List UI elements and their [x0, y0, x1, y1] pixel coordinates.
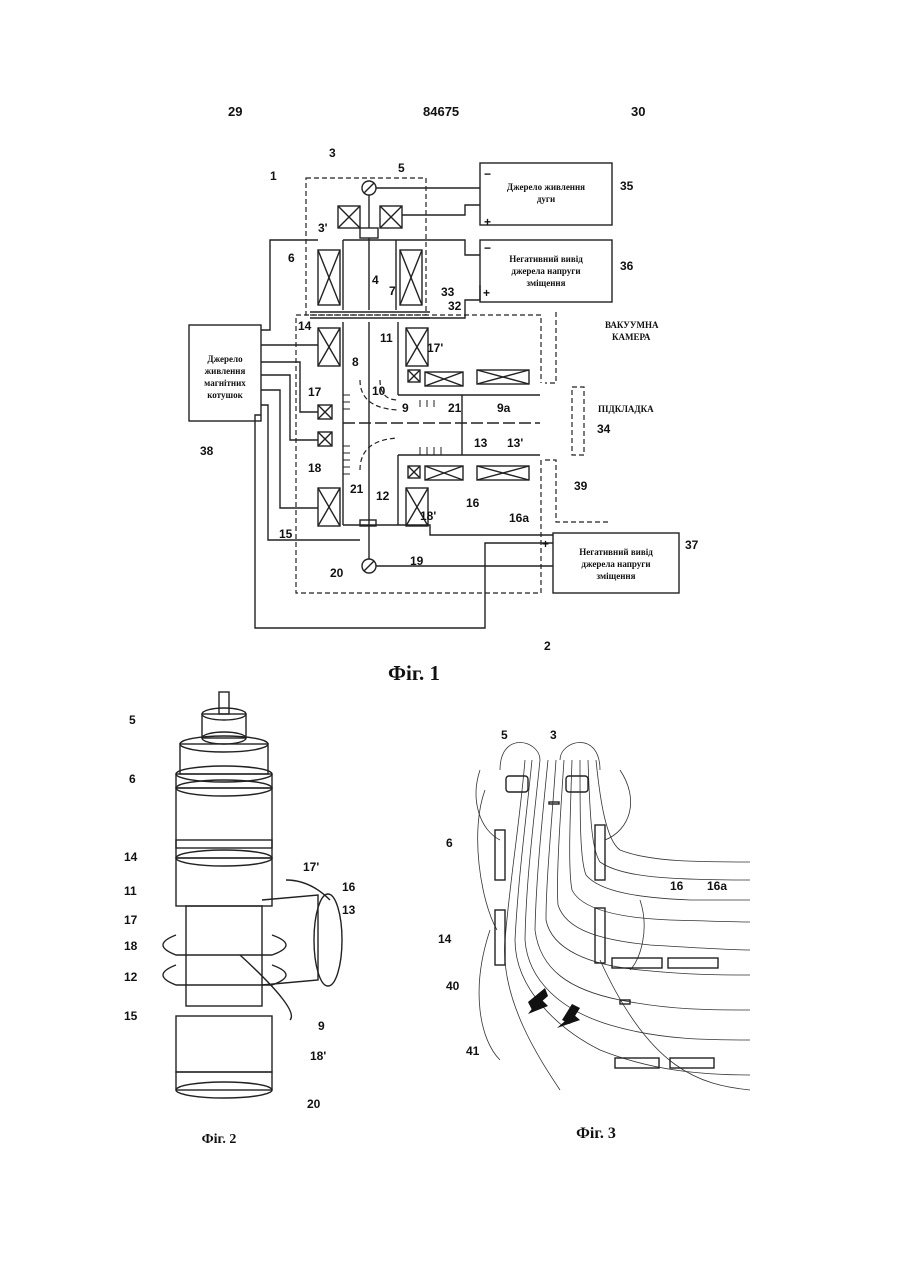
vacuum-chamber-outline — [545, 312, 556, 383]
svg-text:КАМЕРА: КАМЕРА — [612, 332, 651, 342]
svg-text:7: 7 — [389, 284, 396, 298]
svg-text:−: − — [484, 241, 491, 255]
svg-text:дуги: дуги — [537, 194, 555, 204]
source-1-enclosure — [306, 178, 426, 315]
svg-text:14: 14 — [438, 932, 452, 946]
svg-text:16: 16 — [670, 879, 684, 893]
svg-text:6: 6 — [129, 772, 136, 786]
svg-text:16a: 16a — [509, 511, 529, 525]
svg-text:17': 17' — [303, 860, 319, 874]
fig3-caption: Фіг. 3 — [576, 1125, 616, 1142]
svg-text:зміщення: зміщення — [527, 278, 566, 288]
svg-text:9: 9 — [402, 401, 409, 415]
svg-text:зміщення: зміщення — [597, 571, 636, 581]
svg-text:41: 41 — [466, 1044, 480, 1058]
svg-text:20: 20 — [330, 566, 344, 580]
svg-text:16a: 16a — [707, 879, 727, 893]
fig3-field-lines: 5 3 6 16 16a 14 40 41 Фіг. 3 — [438, 728, 750, 1142]
svg-text:1: 1 — [270, 169, 277, 183]
svg-text:магнітних: магнітних — [204, 378, 246, 388]
svg-text:3': 3' — [318, 221, 328, 235]
svg-text:17': 17' — [427, 341, 443, 355]
svg-text:18': 18' — [420, 509, 436, 523]
svg-text:18: 18 — [308, 461, 322, 475]
svg-text:13: 13 — [474, 436, 488, 450]
svg-text:+: + — [484, 215, 491, 229]
svg-text:5: 5 — [501, 728, 508, 742]
svg-text:21: 21 — [350, 482, 364, 496]
svg-text:18: 18 — [124, 939, 138, 953]
substrate-outline — [572, 387, 584, 455]
svg-text:11: 11 — [380, 331, 393, 345]
svg-text:35: 35 — [620, 179, 634, 193]
svg-text:16: 16 — [342, 880, 356, 894]
svg-text:ВАКУУМНА: ВАКУУМНА — [605, 320, 659, 330]
svg-text:3: 3 — [550, 728, 557, 742]
svg-text:Джерело живлення: Джерело живлення — [507, 182, 585, 192]
svg-text:11: 11 — [124, 884, 137, 898]
fig2-caption: Фіг. 2 — [202, 1132, 237, 1147]
svg-text:4: 4 — [372, 273, 379, 287]
svg-text:−: − — [484, 167, 491, 181]
svg-text:5: 5 — [129, 713, 136, 727]
svg-text:+: + — [542, 537, 549, 551]
svg-text:6: 6 — [288, 251, 295, 265]
svg-text:джерела напруги: джерела напруги — [581, 559, 650, 569]
svg-text:14: 14 — [298, 319, 312, 333]
svg-text:+: + — [483, 286, 490, 300]
svg-text:ПІДКЛАДКА: ПІДКЛАДКА — [598, 404, 654, 414]
filter-2-enclosure — [296, 315, 541, 593]
svg-text:Негативний вивід: Негативний вивід — [579, 547, 653, 557]
svg-text:37: 37 — [685, 538, 699, 552]
fig1-schematic: Джерело живлення дуги Негативний вивід д… — [189, 146, 699, 685]
svg-text:16: 16 — [466, 496, 480, 510]
svg-text:9a: 9a — [497, 401, 511, 415]
svg-text:38: 38 — [200, 444, 214, 458]
svg-text:15: 15 — [279, 527, 293, 541]
svg-text:котушок: котушок — [207, 390, 243, 400]
svg-text:15: 15 — [124, 1009, 138, 1023]
svg-text:17: 17 — [308, 385, 322, 399]
fig2-drawing: 5 6 14 11 17 18 12 15 17' 16 13 9 18' 20… — [124, 692, 356, 1147]
svg-text:33: 33 — [441, 285, 455, 299]
svg-text:21: 21 — [448, 401, 462, 415]
svg-text:Джерело: Джерело — [207, 354, 243, 364]
svg-text:3: 3 — [329, 146, 336, 160]
svg-text:2: 2 — [544, 639, 551, 653]
svg-text:40: 40 — [446, 979, 460, 993]
svg-text:17: 17 — [124, 913, 138, 927]
svg-text:36: 36 — [620, 259, 634, 273]
svg-text:18': 18' — [310, 1049, 326, 1063]
svg-text:джерела напруги: джерела напруги — [511, 266, 580, 276]
svg-text:39: 39 — [574, 479, 588, 493]
svg-text:Негативний вивід: Негативний вивід — [509, 254, 583, 264]
svg-text:6: 6 — [446, 836, 453, 850]
svg-text:12: 12 — [124, 970, 138, 984]
svg-text:13: 13 — [342, 903, 356, 917]
svg-text:32: 32 — [448, 299, 462, 313]
svg-text:12: 12 — [376, 489, 390, 503]
svg-text:10: 10 — [372, 384, 386, 398]
svg-text:14: 14 — [124, 850, 138, 864]
fig1-caption: Фіг. 1 — [388, 661, 440, 685]
svg-text:34: 34 — [597, 422, 611, 436]
svg-text:20: 20 — [307, 1097, 321, 1111]
svg-text:19: 19 — [410, 554, 424, 568]
svg-text:8: 8 — [352, 355, 359, 369]
svg-text:9: 9 — [318, 1019, 325, 1033]
svg-text:13': 13' — [507, 436, 523, 450]
svg-text:живлення: живлення — [205, 366, 246, 376]
svg-text:5: 5 — [398, 161, 405, 175]
